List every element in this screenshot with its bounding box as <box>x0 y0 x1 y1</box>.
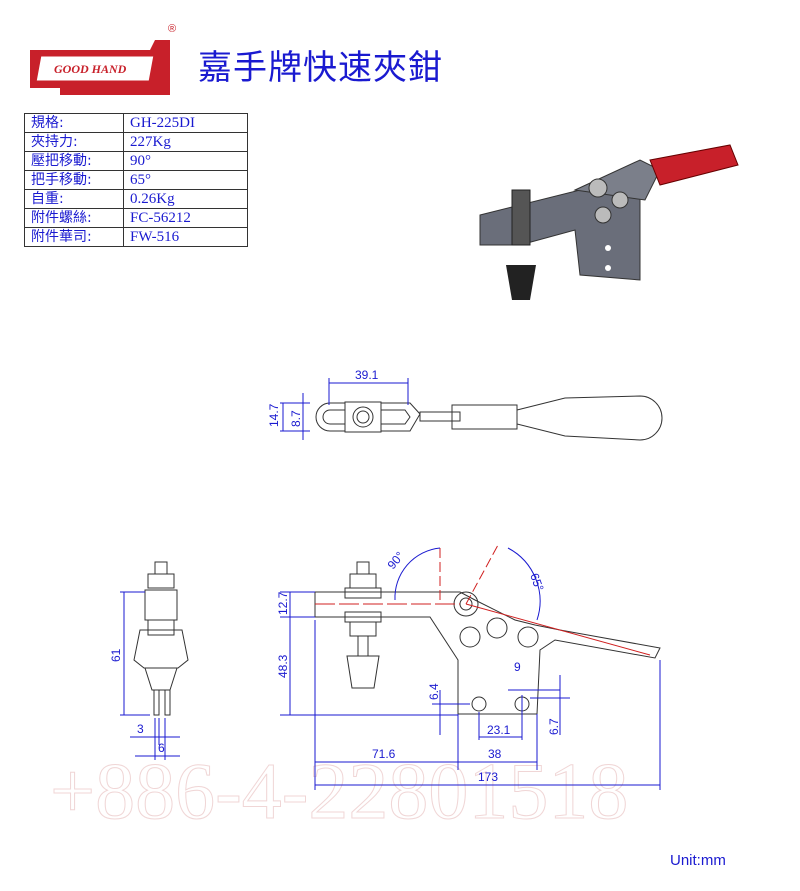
spec-value: GH-225DI <box>123 113 248 133</box>
spec-label: 夾持力: <box>24 132 124 152</box>
side-view <box>314 561 661 715</box>
spec-row: 附件華司:FW-516 <box>24 227 248 247</box>
svg-text:GOOD HAND: GOOD HAND <box>54 62 127 76</box>
spec-label: 規格: <box>24 113 124 133</box>
dim-hole-offset-v2: 6.7 <box>547 718 561 735</box>
front-view <box>133 561 189 716</box>
spec-value: FW-516 <box>123 227 248 247</box>
spec-row: 自重:0.26Kg <box>24 189 248 209</box>
spec-label: 自重: <box>24 189 124 209</box>
page-title: 嘉手牌快速夾鉗 <box>198 48 443 88</box>
side-view-centerlines <box>315 544 651 656</box>
dim-front-width: 6 <box>158 741 165 755</box>
dim-bar-height: 12.7 <box>276 591 290 615</box>
side-view-dimensions <box>280 547 661 790</box>
dim-top-width-slot: 8.7 <box>289 410 303 427</box>
dim-hole-offset-v: 6.4 <box>427 683 441 700</box>
dim-front-height: 61 <box>109 648 123 662</box>
spec-row: 附件螺絲:FC-56212 <box>24 208 248 228</box>
spec-label: 壓把移動: <box>24 151 124 171</box>
dim-spindle-to-base: 71.6 <box>372 747 396 761</box>
dim-hole-spacing: 23.1 <box>487 723 511 737</box>
spec-label: 附件螺絲: <box>24 208 124 228</box>
dim-pivot-height: 48.3 <box>276 654 290 678</box>
spec-row: 把手移動:65° <box>24 170 248 190</box>
spec-label: 附件華司: <box>24 227 124 247</box>
spec-table: 規格:GH-225DI 夾持力:227Kg 壓把移動:90° 把手移動:65° … <box>24 113 248 247</box>
spec-row: 規格:GH-225DI <box>24 113 248 133</box>
product-3d-image <box>479 144 739 300</box>
dim-hole-dia: 9 <box>514 660 521 674</box>
svg-text:®: ® <box>168 23 176 35</box>
front-view-dimensions <box>120 591 180 760</box>
top-view <box>315 395 663 441</box>
spec-value: 227Kg <box>123 132 248 152</box>
dim-base-width: 38 <box>488 747 502 761</box>
dim-top-width-outer: 14.7 <box>267 403 281 427</box>
top-view-dimensions <box>280 378 409 440</box>
spec-value: 65° <box>123 170 248 190</box>
unit-label: Unit:mm <box>670 852 726 869</box>
dim-front-slot: 3 <box>137 722 144 736</box>
dim-top-length: 39.1 <box>355 368 379 382</box>
dim-bar-angle: 90° <box>385 549 408 572</box>
dim-overall-length: 173 <box>478 770 498 784</box>
spec-label: 把手移動: <box>24 170 124 190</box>
good-hand-logo: GOOD HAND ® <box>30 23 176 95</box>
spec-value: 90° <box>123 151 248 171</box>
spec-value: 0.26Kg <box>123 189 248 209</box>
spec-row: 壓把移動:90° <box>24 151 248 171</box>
dim-handle-angle: 65° <box>527 571 546 593</box>
spec-row: 夾持力:227Kg <box>24 132 248 152</box>
watermark-phone: +886-4-22801518 <box>50 748 628 836</box>
spec-value: FC-56212 <box>123 208 248 228</box>
